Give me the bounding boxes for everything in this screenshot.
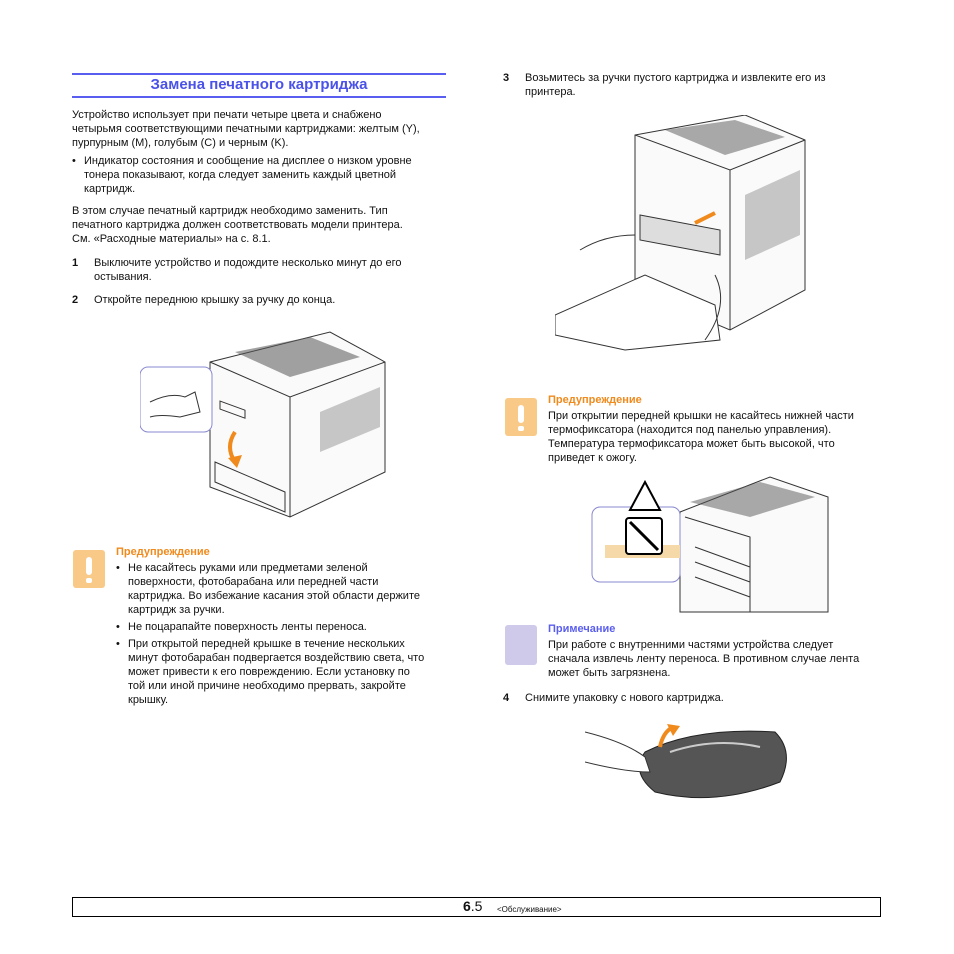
text-line: сначала извлечь ленту переноса. В против… bbox=[548, 653, 860, 665]
text-line: При открытии передней крышки не касайтес… bbox=[548, 410, 854, 422]
title-rule-bottom bbox=[72, 96, 446, 98]
text-line: При открытой передней крышке в течение н… bbox=[128, 638, 405, 650]
fuser-hot-warning-illustration bbox=[591, 476, 829, 613]
text-line: пурпурным (M), голубым (C) и черным (K). bbox=[72, 137, 289, 149]
warning-block-1: Предупреждение Не касайтесь руками или п… bbox=[116, 545, 456, 707]
step-4: 4 Снимите упаковку с нового картриджа. bbox=[503, 691, 905, 705]
replace-paragraph: В этом случае печатный картридж необходи… bbox=[72, 204, 450, 246]
step-number: 2 bbox=[72, 294, 79, 306]
page-number-minor: .5 bbox=[470, 898, 483, 914]
text-line: При работе с внутренними частями устройс… bbox=[548, 639, 834, 651]
text-line: Устройство использует при печати четыре … bbox=[72, 109, 382, 121]
text-line: той или иной причине необходимо прервать… bbox=[128, 680, 406, 692]
section-name: <Обслуживание> bbox=[497, 905, 562, 914]
text-line: Температура термофиксатора может быть вы… bbox=[548, 438, 835, 450]
warning-icon bbox=[505, 398, 537, 436]
text-line: четырьмя соответствующими печатными карт… bbox=[72, 123, 420, 135]
text-line: Не поцарапайте поверхность ленты перенос… bbox=[128, 621, 367, 633]
note-title: Примечание bbox=[548, 623, 616, 635]
unpack-cartridge-illustration bbox=[585, 724, 787, 799]
warning-bullet: Не касайтесь руками или предметами зелен… bbox=[116, 561, 456, 617]
step-number: 1 bbox=[72, 257, 79, 269]
step-2: 2 Откройте переднюю крышку за ручку до к… bbox=[72, 293, 474, 307]
cartridge-removal-illustration bbox=[555, 115, 806, 351]
text-line: Возьмитесь за ручки пустого картриджа и … bbox=[525, 72, 826, 84]
text-line: может привести к его повреждению. Если у… bbox=[128, 666, 410, 678]
warning-icon bbox=[73, 550, 105, 588]
step-3: 3 Возьмитесь за ручки пустого картриджа … bbox=[503, 71, 905, 99]
title-rule-top bbox=[72, 73, 446, 75]
step-1: 1 Выключите устройство и подождите неско… bbox=[72, 256, 474, 284]
text-line: приведет к ожогу. bbox=[548, 452, 637, 464]
step-number: 4 bbox=[503, 692, 510, 704]
text-line: См. «Расходные материалы» на с. 8.1. bbox=[72, 233, 271, 245]
text-line: Откройте переднюю крышку за ручку до кон… bbox=[94, 294, 336, 306]
text-line: крышку. bbox=[128, 694, 169, 706]
text-line: Выключите устройство и подождите несколь… bbox=[94, 257, 402, 269]
text-line: В этом случае печатный картридж необходи… bbox=[72, 205, 388, 217]
page-footer: 6.5 <Обслуживание> bbox=[72, 897, 881, 917]
text-line: картридж. bbox=[84, 183, 136, 195]
indicator-bullet: Индикатор состояния и сообщение на диспл… bbox=[72, 154, 462, 196]
text-line: остывания. bbox=[94, 271, 152, 283]
text-line: поверхности, фотобарабана или передней ч… bbox=[128, 576, 379, 588]
warning-bullet: При открытой передней крышке в течение н… bbox=[116, 637, 456, 707]
text-line: тонера показывают, когда следует заменит… bbox=[84, 169, 397, 181]
warning-bullet: Не поцарапайте поверхность ленты перенос… bbox=[116, 620, 456, 634]
text-line: картриджа. Во избежание касания этой обл… bbox=[128, 590, 420, 602]
intro-paragraph: Устройство использует при печати четыре … bbox=[72, 108, 450, 150]
text-line: может быть загрязнена. bbox=[548, 667, 671, 679]
text-line: картридж за ручки. bbox=[128, 604, 225, 616]
text-line: Не касайтесь руками или предметами зелен… bbox=[128, 562, 368, 574]
text-line: Индикатор состояния и сообщение на диспл… bbox=[84, 155, 412, 167]
note-block: Примечание При работе с внутренними част… bbox=[548, 622, 888, 680]
text-line: Снимите упаковку с нового картриджа. bbox=[525, 692, 724, 704]
page-number-major: 6 bbox=[463, 898, 471, 914]
text-line: печатного картриджа должен соответствова… bbox=[72, 219, 403, 231]
step-number: 3 bbox=[503, 72, 510, 84]
page-title: Замена печатного картриджа bbox=[150, 76, 368, 93]
text-line: принтера. bbox=[525, 86, 576, 98]
warning-title: Предупреждение bbox=[548, 394, 642, 406]
text-line: термофиксатора (находится под панелью уп… bbox=[548, 424, 832, 436]
warning-title: Предупреждение bbox=[116, 546, 210, 558]
warning-block-2: Предупреждение При открытии передней кры… bbox=[548, 393, 888, 465]
note-icon bbox=[505, 625, 537, 665]
text-line: минут фотобарабан подвергается воздейств… bbox=[128, 652, 425, 664]
page-number: 6.5 bbox=[463, 899, 482, 913]
printer-open-cover-illustration bbox=[140, 331, 386, 518]
